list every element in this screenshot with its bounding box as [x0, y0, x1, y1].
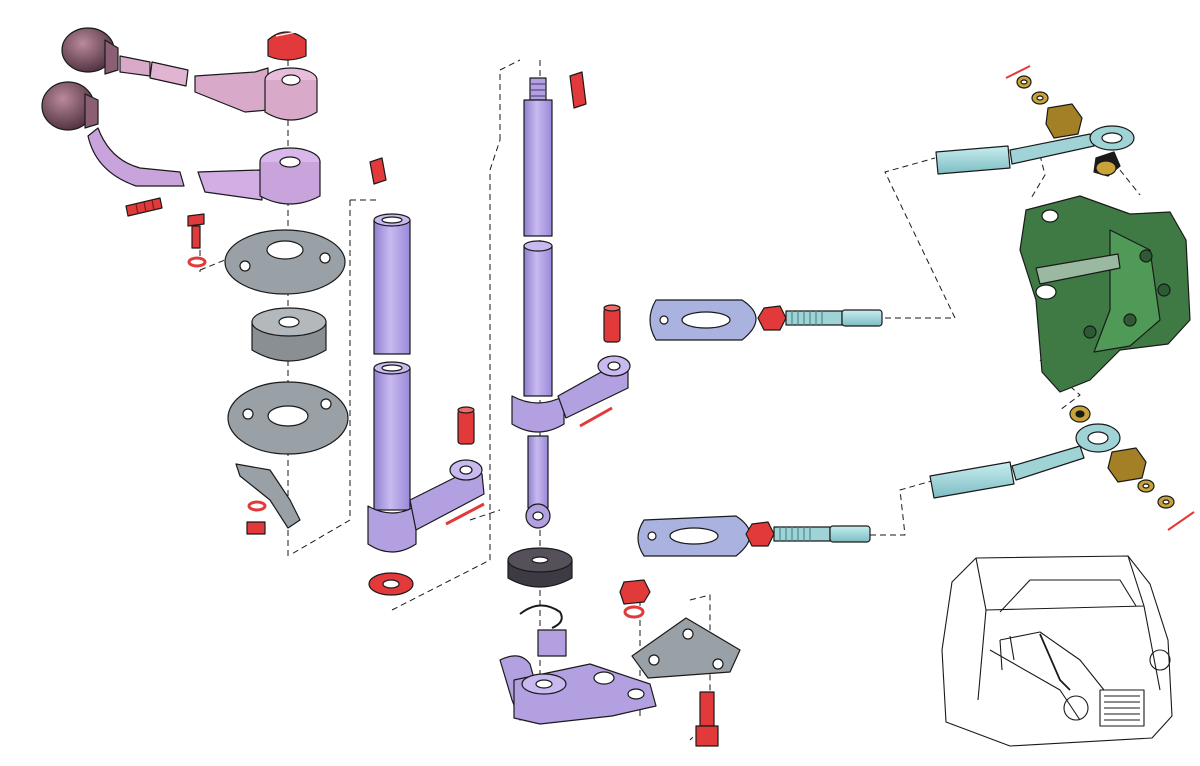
cotter-pin-left: [445, 502, 485, 526]
hex-nut-bracket: [619, 579, 651, 619]
bottom-bracket: [499, 629, 657, 725]
tie-rod-lower: [929, 423, 1121, 499]
tube-shaft-lower: [367, 361, 485, 553]
clevis-pin-right: [603, 304, 621, 343]
rod-end-hardware-lower: [1069, 405, 1195, 531]
red-washer: [368, 572, 414, 596]
bolt-bottom: [695, 691, 719, 747]
flange-plate-upper: [224, 229, 346, 295]
rubber-bushing: [251, 307, 327, 362]
tie-rod-upper: [935, 125, 1135, 175]
threaded-rod-upper: [785, 309, 883, 327]
bolt-left: [187, 213, 207, 268]
upper-gear-lever: [119, 55, 318, 121]
triangular-plate: [631, 617, 741, 679]
lever-knob-lower: [41, 81, 99, 131]
cap-nut: [267, 31, 307, 61]
set-screw: [125, 197, 163, 217]
cotter-pin-right: [579, 406, 613, 428]
mounting-strap: [235, 463, 301, 535]
threaded-rod-lower: [773, 525, 871, 543]
main-shaft: [511, 77, 631, 529]
rubber-grommet: [507, 547, 573, 588]
clevis-pin-left: [457, 406, 475, 445]
flange-plate-lower: [227, 381, 349, 455]
rod-end-hardware-upper: [1005, 65, 1121, 177]
lever-knob-upper: [61, 27, 119, 75]
clevis-lower: [637, 515, 775, 557]
tube-shaft-upper: [373, 213, 411, 355]
shaft-key-left: [369, 157, 387, 185]
shaft-key-right: [569, 71, 587, 109]
lower-gear-lever: [87, 127, 321, 205]
clevis-upper: [649, 299, 787, 341]
vehicle-cab-inset: [941, 555, 1173, 747]
pivot-bracket: [1019, 195, 1191, 393]
circlip: [519, 604, 563, 629]
